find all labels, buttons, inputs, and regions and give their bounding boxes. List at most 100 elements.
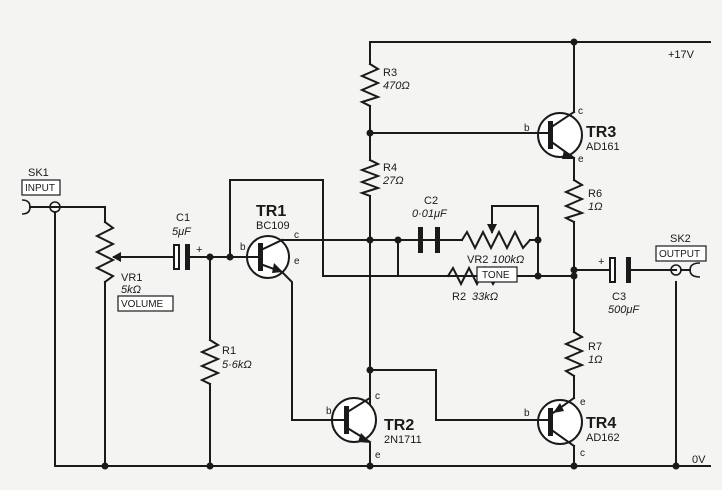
sk1-connector [21,179,61,215]
junction [570,266,578,274]
sk2-ref: SK2 [670,233,691,245]
wire-vr2-wiper [491,205,539,241]
r4-zigzag [358,158,382,198]
tr1-type: BC109 [256,220,290,232]
tr1-pin-e: e [294,256,300,267]
tr4-type: AD162 [586,432,620,444]
junction [366,462,374,470]
sk2-plug [689,262,701,278]
c2-value: 0·01μF [412,208,448,220]
c3-ref: C3 [612,291,626,303]
r3-ref: R3 [383,67,397,79]
tr1-pin-b: b [240,242,246,253]
junction-dots [101,38,680,470]
c1-plate-negative [185,244,190,270]
tr2-pin-e: e [375,450,381,461]
vr2-value: 100kΩ [492,254,524,266]
tr2-pin-c: c [375,391,380,402]
junction [534,236,542,244]
tr4-pin-e: e [580,397,586,408]
tr1-base-bar [258,243,263,271]
wire-tr1-emitter [280,270,333,421]
junction [672,462,680,470]
sk1-ref: SK1 [28,167,49,179]
tr4-pin-b: b [524,408,530,419]
tr1-ref: TR1 [256,203,286,220]
c1-plate-positive [173,244,180,270]
sk1-label-box [21,179,61,196]
r7-zigzag [563,330,585,378]
vr2-label: TONE [482,270,510,281]
tr2-pin-b: b [326,406,332,417]
tr2-ref: TR2 [384,417,414,434]
sk1-plug [21,199,31,215]
vr2-ref: VR2 [467,254,488,266]
tr2-collector-lead [347,369,371,413]
tr3-transistor [537,110,583,160]
tr2-emitter-arrow [358,433,371,443]
wire-sk1 [39,206,106,223]
junction [366,129,374,137]
sk1-label: INPUT [25,183,55,194]
r3-zigzag [359,62,381,108]
c3-plate-negative [626,257,631,283]
c1-value: 5μF [172,226,192,238]
c1-ref: C1 [176,212,190,224]
vr2-zigzag [460,229,532,251]
tr1-pin-c: c [294,230,299,241]
vr1-arrowhead [112,252,121,262]
ground-rail-label: 0V [692,454,706,466]
wiring [39,41,711,467]
r1-value: 5·6kΩ [222,359,252,371]
junction [394,236,402,244]
vr1-ref: VR1 [121,272,142,284]
r4-ref: R4 [383,162,397,174]
tr3-type: AD161 [586,141,620,153]
junction [570,38,578,46]
sk2-connector [655,245,707,278]
r3-value: 470Ω [383,80,410,92]
c2-plate-b [435,227,440,253]
tr4-transistor [537,396,583,448]
tr3-ref: TR3 [586,124,616,141]
vr2-potentiometer [460,224,532,251]
r6-zigzag [563,178,585,224]
tr2-type: 2N1711 [384,434,422,446]
positive-rail-label: +17V [668,49,695,61]
capacitors [173,227,631,283]
r4-value: 27Ω [382,175,404,187]
sk2-label: OUTPUT [659,249,700,260]
r6-ref: R6 [588,188,602,200]
junction [101,462,109,470]
junction [366,236,374,244]
c2-plate-a [418,227,423,253]
c3-value: 500μF [608,304,640,316]
wire-tr2-collector [369,369,541,421]
c1-polarity: + [196,244,202,256]
tr2-transistor [331,369,377,444]
r2-ref: R2 [452,291,466,303]
vr2-arrowhead [487,224,497,234]
tr2-base-bar [344,406,349,434]
tr3-base-bar [548,121,553,149]
labels: +17V 0V SK1 INPUT SK2 OUTPUT VR1 5kΩ VOL… [25,49,706,466]
vr1-label: VOLUME [121,299,164,310]
tr3-pin-b: b [524,123,530,134]
c3-plate-positive [609,257,616,283]
vr1-zigzag [94,220,116,284]
r2-value: 33kΩ [472,291,498,303]
tr1-collector-lead [261,238,284,251]
tr3-pin-e: e [578,154,584,165]
tr3-emitter-arrow [562,150,575,159]
junction [570,462,578,470]
junction [206,462,214,470]
wire-vr2-right [529,239,539,277]
tr3-pin-c: c [578,106,583,117]
tr3-body [537,112,583,158]
tr3-collector-lead [551,110,576,128]
tr4-emitter-arrow [553,403,564,413]
tr4-pin-c: c [580,448,585,459]
vr1-label-box [117,295,174,312]
c2-ref: C2 [424,195,438,207]
